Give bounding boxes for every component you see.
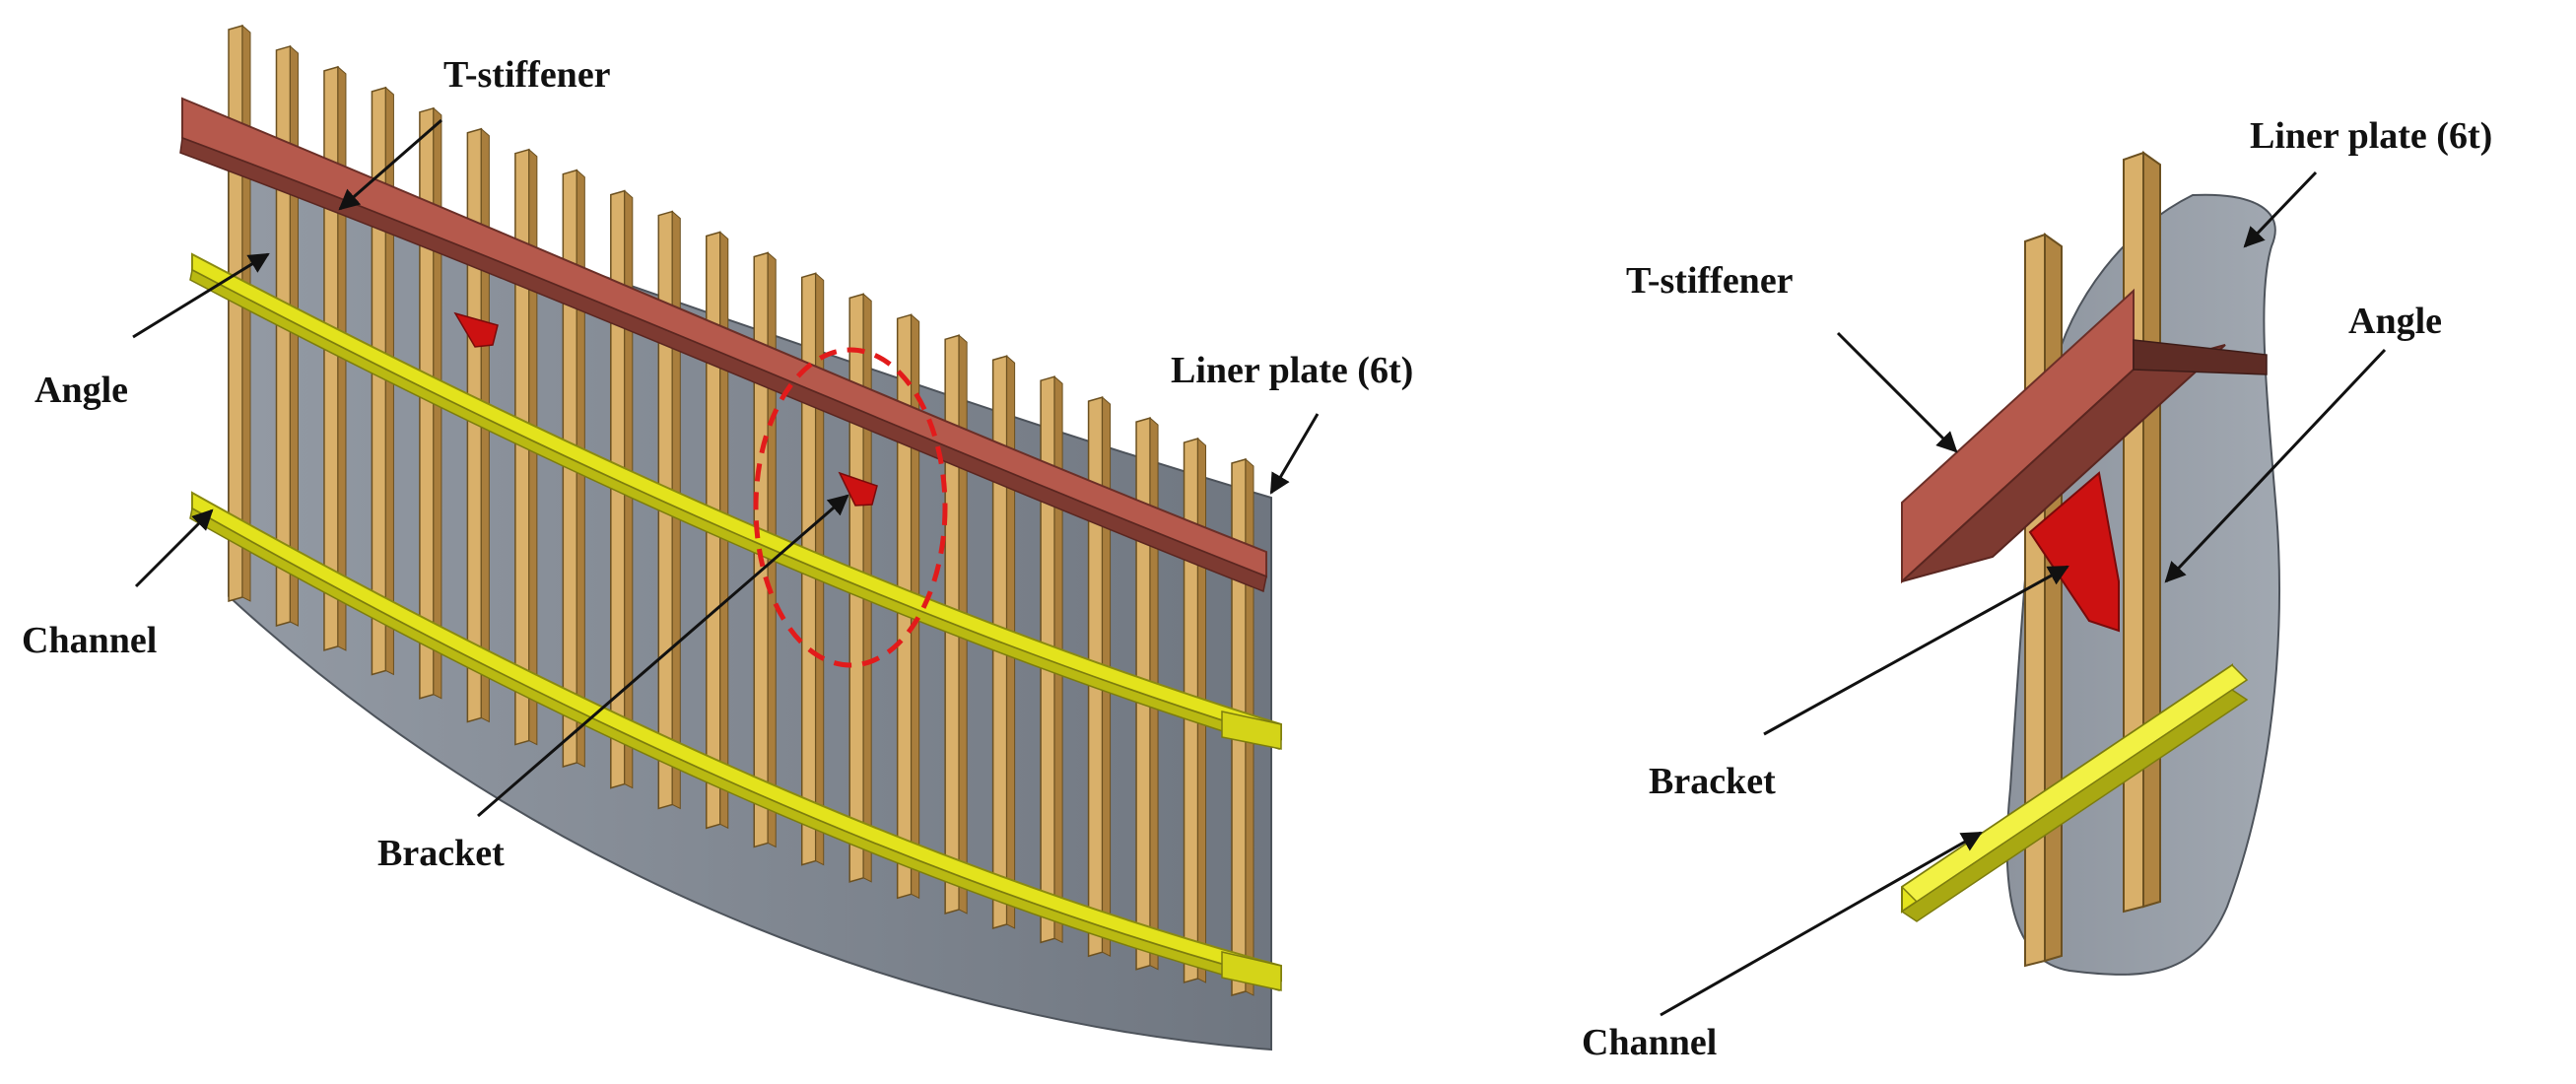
leader-r-bracket [1763, 565, 2069, 736]
leader-r-angle [2164, 348, 2387, 583]
right-angle-left [2024, 233, 2063, 968]
highlight-ellipse [753, 347, 948, 668]
label-t-stiffener: T-stiffener [443, 54, 611, 96]
left-channel-lower [189, 491, 1282, 991]
label-liner-plate: Liner plate (6t) [1171, 350, 1413, 391]
label-r-t-stiffener: T-stiffener [1626, 260, 1794, 302]
left-angle-flange [241, 24, 251, 602]
label-r-bracket: Bracket [1649, 761, 1776, 802]
right-t-stiffener [1901, 288, 2268, 584]
right-channel [1900, 663, 2249, 922]
left-angle-bar [275, 44, 292, 628]
label-channel: Channel [22, 620, 157, 661]
leader-liner-plate [1269, 413, 1320, 495]
leader-r-liner-plate [2243, 170, 2318, 248]
right-bracket [2028, 471, 2120, 633]
leader-angle [132, 252, 270, 339]
leader-channel [134, 508, 214, 588]
label-angle: Angle [34, 370, 128, 411]
left-t-stiffener [179, 97, 1267, 593]
left-angle-bar [323, 65, 339, 651]
label-bracket: Bracket [377, 833, 505, 874]
label-r-channel: Channel [1582, 1022, 1717, 1063]
left-channel-upper [189, 252, 1282, 750]
leader-r-t-stiffener [1836, 331, 1958, 453]
right-angle-right [2123, 151, 2161, 914]
leader-t-stiffener [338, 118, 442, 211]
left-bracket-2 [838, 471, 878, 507]
label-r-angle: Angle [2348, 301, 2442, 342]
leader-bracket [477, 494, 849, 818]
leader-r-channel [1660, 831, 1983, 1017]
left-bracket-1 [453, 311, 499, 348]
left-view: T-stiffener Angle Liner plate (6t) Chann… [22, 24, 1413, 1051]
label-r-liner-plate: Liner plate (6t) [2250, 115, 2492, 157]
right-view: Liner plate (6t) T-stiffener Angle Brack… [1582, 115, 2492, 1063]
